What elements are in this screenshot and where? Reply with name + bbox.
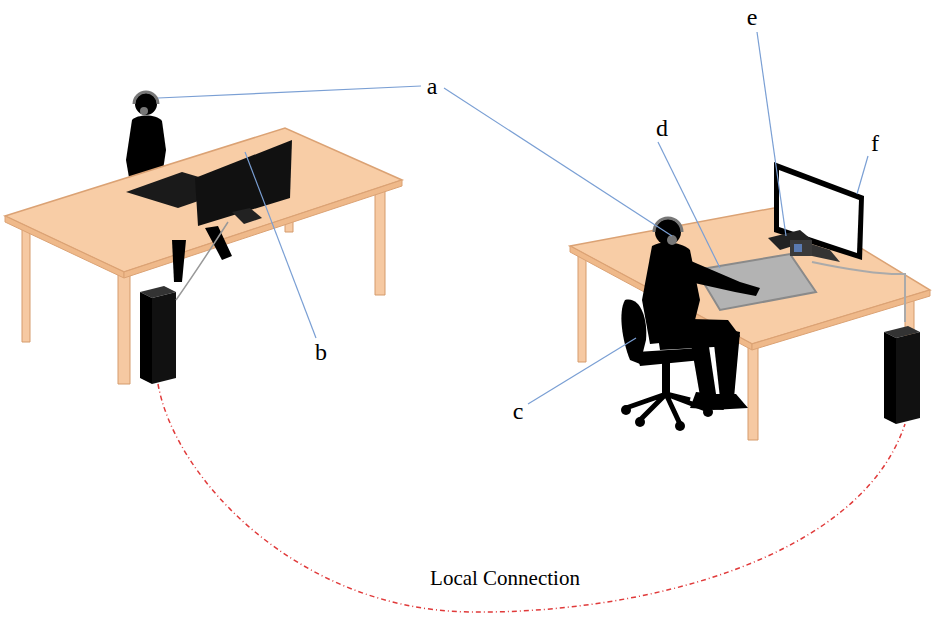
callout-letter: a bbox=[427, 74, 438, 98]
right-person bbox=[642, 218, 760, 410]
callout-letter: b bbox=[315, 340, 327, 364]
right-computer-tower bbox=[884, 326, 920, 424]
left-desk-top bbox=[5, 128, 402, 278]
callout-letter: d bbox=[656, 116, 668, 140]
left-computer-tower bbox=[140, 222, 228, 384]
left-monitor bbox=[195, 140, 292, 226]
leader-lines bbox=[158, 32, 868, 404]
connection-label: Local Connection bbox=[427, 567, 583, 590]
callout-letter: e bbox=[747, 5, 758, 29]
right-desk bbox=[570, 205, 930, 440]
left-legs bbox=[172, 226, 232, 282]
camera-device bbox=[768, 230, 812, 256]
callout-letter: f bbox=[871, 131, 879, 155]
callout-letter: c bbox=[513, 399, 524, 423]
network-link bbox=[158, 384, 905, 612]
